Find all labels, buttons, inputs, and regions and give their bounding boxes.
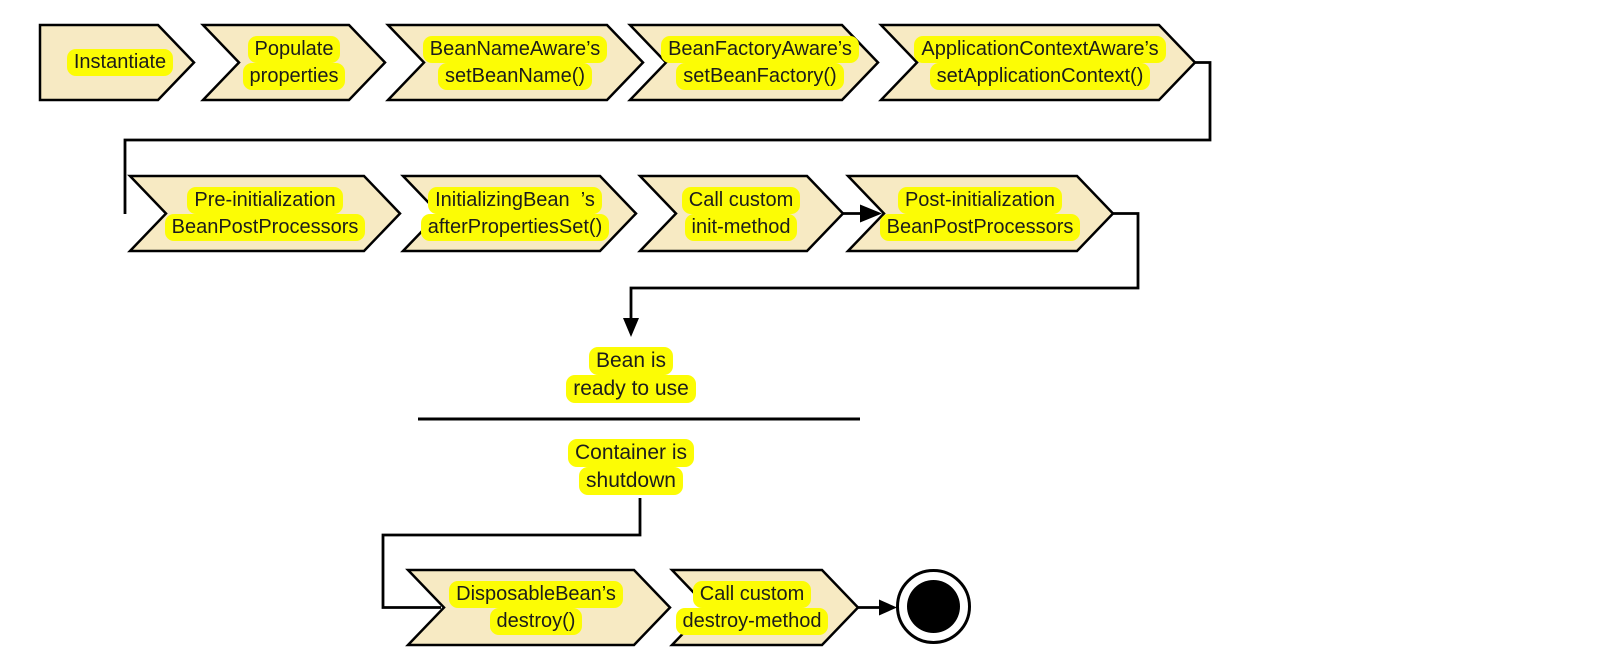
connector-row1-to-row2	[123, 61, 1212, 214]
step-shape-pre-init-beanpostprocessors	[127, 174, 402, 253]
step-shape-setbeanfactory	[627, 23, 880, 102]
step-shape-post-init-beanpostprocessors	[845, 174, 1115, 253]
arrowhead-right-end-icon	[879, 599, 897, 616]
step-shape-populate-properties	[200, 23, 387, 102]
step-shape-setapplicationcontext	[878, 23, 1197, 102]
step-shape-instantiate	[38, 23, 196, 102]
step-shape-custom-init-method	[637, 174, 845, 253]
step-shape-custom-destroy-method	[669, 568, 860, 647]
arrowhead-right-icon	[860, 204, 882, 223]
final-state-icon	[907, 580, 960, 633]
arrowhead-down-icon	[623, 318, 639, 337]
connector-shutdown-to-row3	[381, 498, 642, 609]
step-shape-setbeanname	[385, 23, 645, 102]
step-shape-disposablebean-destroy	[405, 568, 672, 647]
connector-row2-to-ready	[629, 212, 1140, 320]
step-shape-afterpropertiesset	[400, 174, 638, 253]
